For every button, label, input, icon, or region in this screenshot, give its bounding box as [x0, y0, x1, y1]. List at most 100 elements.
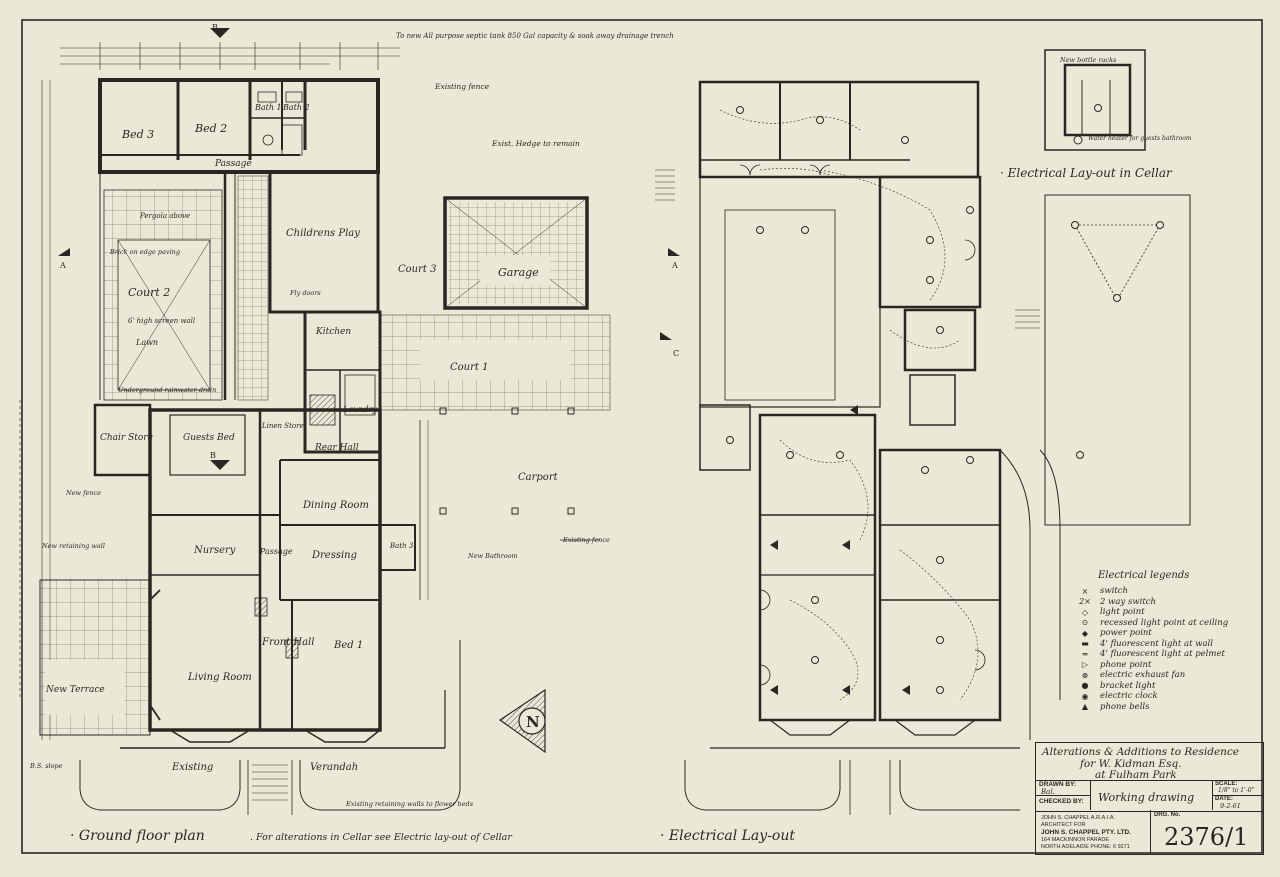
room-label-new-terrace: New Terrace	[45, 685, 105, 695]
sheet-border	[21, 19, 1263, 854]
room-label-court2: Court 2	[128, 286, 170, 299]
drawing-number-cell	[1150, 810, 1263, 853]
legend-row: ▬4' fluorescent light at wall	[1070, 639, 1228, 650]
room-label-bed2: Bed 2	[194, 122, 227, 135]
legend-row: ●bracket light	[1070, 681, 1228, 692]
legend-row: ▷ phone point	[1070, 660, 1228, 671]
room-label-front-hall: Front Hall	[261, 637, 314, 648]
architect-line4: 164 MACKINNON PARADE	[1041, 837, 1110, 843]
legend-label: electric clock	[1100, 691, 1158, 702]
scale-value: 1/8" to 1'-0"	[1218, 787, 1255, 794]
garage-walls	[443, 196, 589, 310]
room-label-court1: Court 1	[450, 362, 488, 373]
room-label-dressing: Dressing	[311, 550, 357, 561]
drg-no-value: 2376/1	[1164, 823, 1249, 851]
date-cell	[1212, 795, 1263, 810]
scale-label: SCALE:	[1215, 781, 1238, 787]
legend-row: ◉electric clock	[1070, 691, 1228, 702]
legend-label: bracket light	[1100, 680, 1156, 691]
room-label-chair-store: Chair Store	[100, 433, 153, 443]
architect-line3: JOHN S. CHAPPEL PTY. LTD.	[1041, 829, 1132, 836]
sheet-title: Working drawing	[1098, 791, 1195, 804]
section-marker-b-top: B	[212, 23, 218, 32]
room-label-dining: Dining Room	[302, 500, 369, 511]
legend-label: electric exhaust fan	[1100, 670, 1186, 681]
legend-label: 4' fluorescent light at pelmet	[1100, 649, 1225, 660]
title-block-mid-row	[1035, 780, 1264, 812]
drawn-by-label: DRAWN BY:	[1039, 781, 1077, 788]
note-underground-rainwater: Underground rainwater drain	[118, 386, 216, 394]
caption-ground-floor-note: . For alterations in Cellar see Electric…	[250, 832, 512, 843]
legend-row: 2×2 way switch	[1070, 597, 1228, 608]
ground-floor-plan	[19, 28, 680, 815]
section-marker-a-left: A	[59, 261, 66, 270]
note-existing-fence-side: Existing fence	[562, 536, 610, 544]
checked-by-cell	[1035, 795, 1091, 810]
legend-label: phone bells	[1100, 701, 1150, 712]
section-marker-a-right: A	[671, 261, 678, 270]
legend-row: ⊙recessed light point at ceiling	[1070, 617, 1229, 629]
legend-symbol: ▬	[1081, 639, 1089, 649]
legend-label: 2 way switch	[1100, 596, 1156, 607]
legend-label: switch	[1100, 586, 1129, 597]
electrical-layout-plan	[655, 49, 1191, 815]
room-label-rear-hall: Rear Hall	[314, 443, 359, 453]
note-new-fence: New fence	[65, 489, 101, 497]
architect-line1: JOHN S. CHAPPEL A.R.A.I.A.	[1041, 815, 1116, 821]
legend-symbol: ◆	[1081, 628, 1089, 638]
room-label-bath-b: Bath 2	[282, 103, 310, 112]
note-new-bottle-racks: New bottle racks	[1059, 56, 1117, 64]
room-label-laundry: Laundry	[342, 405, 377, 414]
room-label-childrens-play: Childrens Play	[286, 228, 360, 239]
room-label-existing: Existing	[171, 762, 213, 773]
caption-ground-floor: · Ground floor plan	[70, 828, 205, 844]
room-label-carport: Carport	[518, 472, 559, 483]
architect-line5: NORTH ADELAIDE PHONE: 6 9271	[1041, 844, 1130, 850]
project-line3: at Fulham Park	[1095, 769, 1177, 781]
note-new-retaining: New retaining wall	[41, 542, 105, 550]
legend-symbol: ▷	[1081, 660, 1089, 670]
childrens-play-walls	[268, 170, 380, 314]
legend-row: ═ 4' fluorescent light at pelmet	[1070, 649, 1228, 660]
legend-symbol: ×	[1081, 586, 1089, 596]
note-existing-fence-top: Existing fence	[434, 82, 490, 91]
note-new-bathroom: New Bathroom	[467, 552, 518, 560]
legend-symbol: ⊗	[1081, 670, 1089, 680]
project-line1: Alterations & Additions to Residence	[1042, 746, 1240, 758]
legend-row: ◇light point	[1070, 607, 1228, 618]
room-labels: Bed 3 Bed 2 Bath 1 Bath 2 Passage Childr…	[29, 23, 1192, 808]
note-hedge: Exist. Hedge to remain	[491, 139, 580, 148]
architect-line2: ARCHITECT FOR	[1041, 822, 1086, 828]
scale-cell	[1212, 780, 1263, 796]
room-label-living: Living Room	[187, 672, 252, 683]
caption-electrical: · Electrical Lay-out	[660, 828, 795, 844]
legend-symbol: ═	[1082, 649, 1088, 659]
legend-label: phone point	[1100, 659, 1152, 670]
room-label-bath-a: Bath 1	[254, 103, 282, 112]
legend-row: × switch	[1070, 586, 1228, 597]
room-label-nursery: Nursery	[193, 545, 236, 556]
legend-row: ◆power point	[1070, 628, 1228, 639]
room-label-garage: Garage	[498, 266, 539, 279]
date-value: 9-2-61	[1220, 802, 1241, 810]
legend-label: light point	[1100, 607, 1145, 618]
room-label-bath3: Bath 3	[389, 542, 414, 550]
drg-no-label: DRG. No.	[1154, 812, 1181, 818]
legend-label: recessed light point at ceiling	[1100, 617, 1229, 628]
room-label-lawn: Lawn	[135, 338, 158, 347]
checked-by-label: CHECKED BY:	[1039, 798, 1084, 805]
room-label-court3: Court 3	[398, 264, 436, 275]
note-high-screen-wall: 6' high screen wall	[128, 317, 195, 325]
bedroom-wing-walls	[98, 78, 380, 174]
legend-title: Electrical legends	[1098, 570, 1190, 581]
note-brick-paving: Brick on edge paving	[109, 248, 180, 256]
note-pergola: Pergola above	[139, 212, 190, 220]
room-label-bed1: Bed 1	[333, 640, 363, 651]
note-water-heater: Water heater for guests bathroom	[1088, 135, 1192, 142]
room-label-guests-bed: Guests Bed	[183, 433, 235, 443]
legend-symbol: ▲	[1081, 702, 1089, 712]
legend-row: ⊗ electric exhaust fan	[1070, 670, 1228, 681]
